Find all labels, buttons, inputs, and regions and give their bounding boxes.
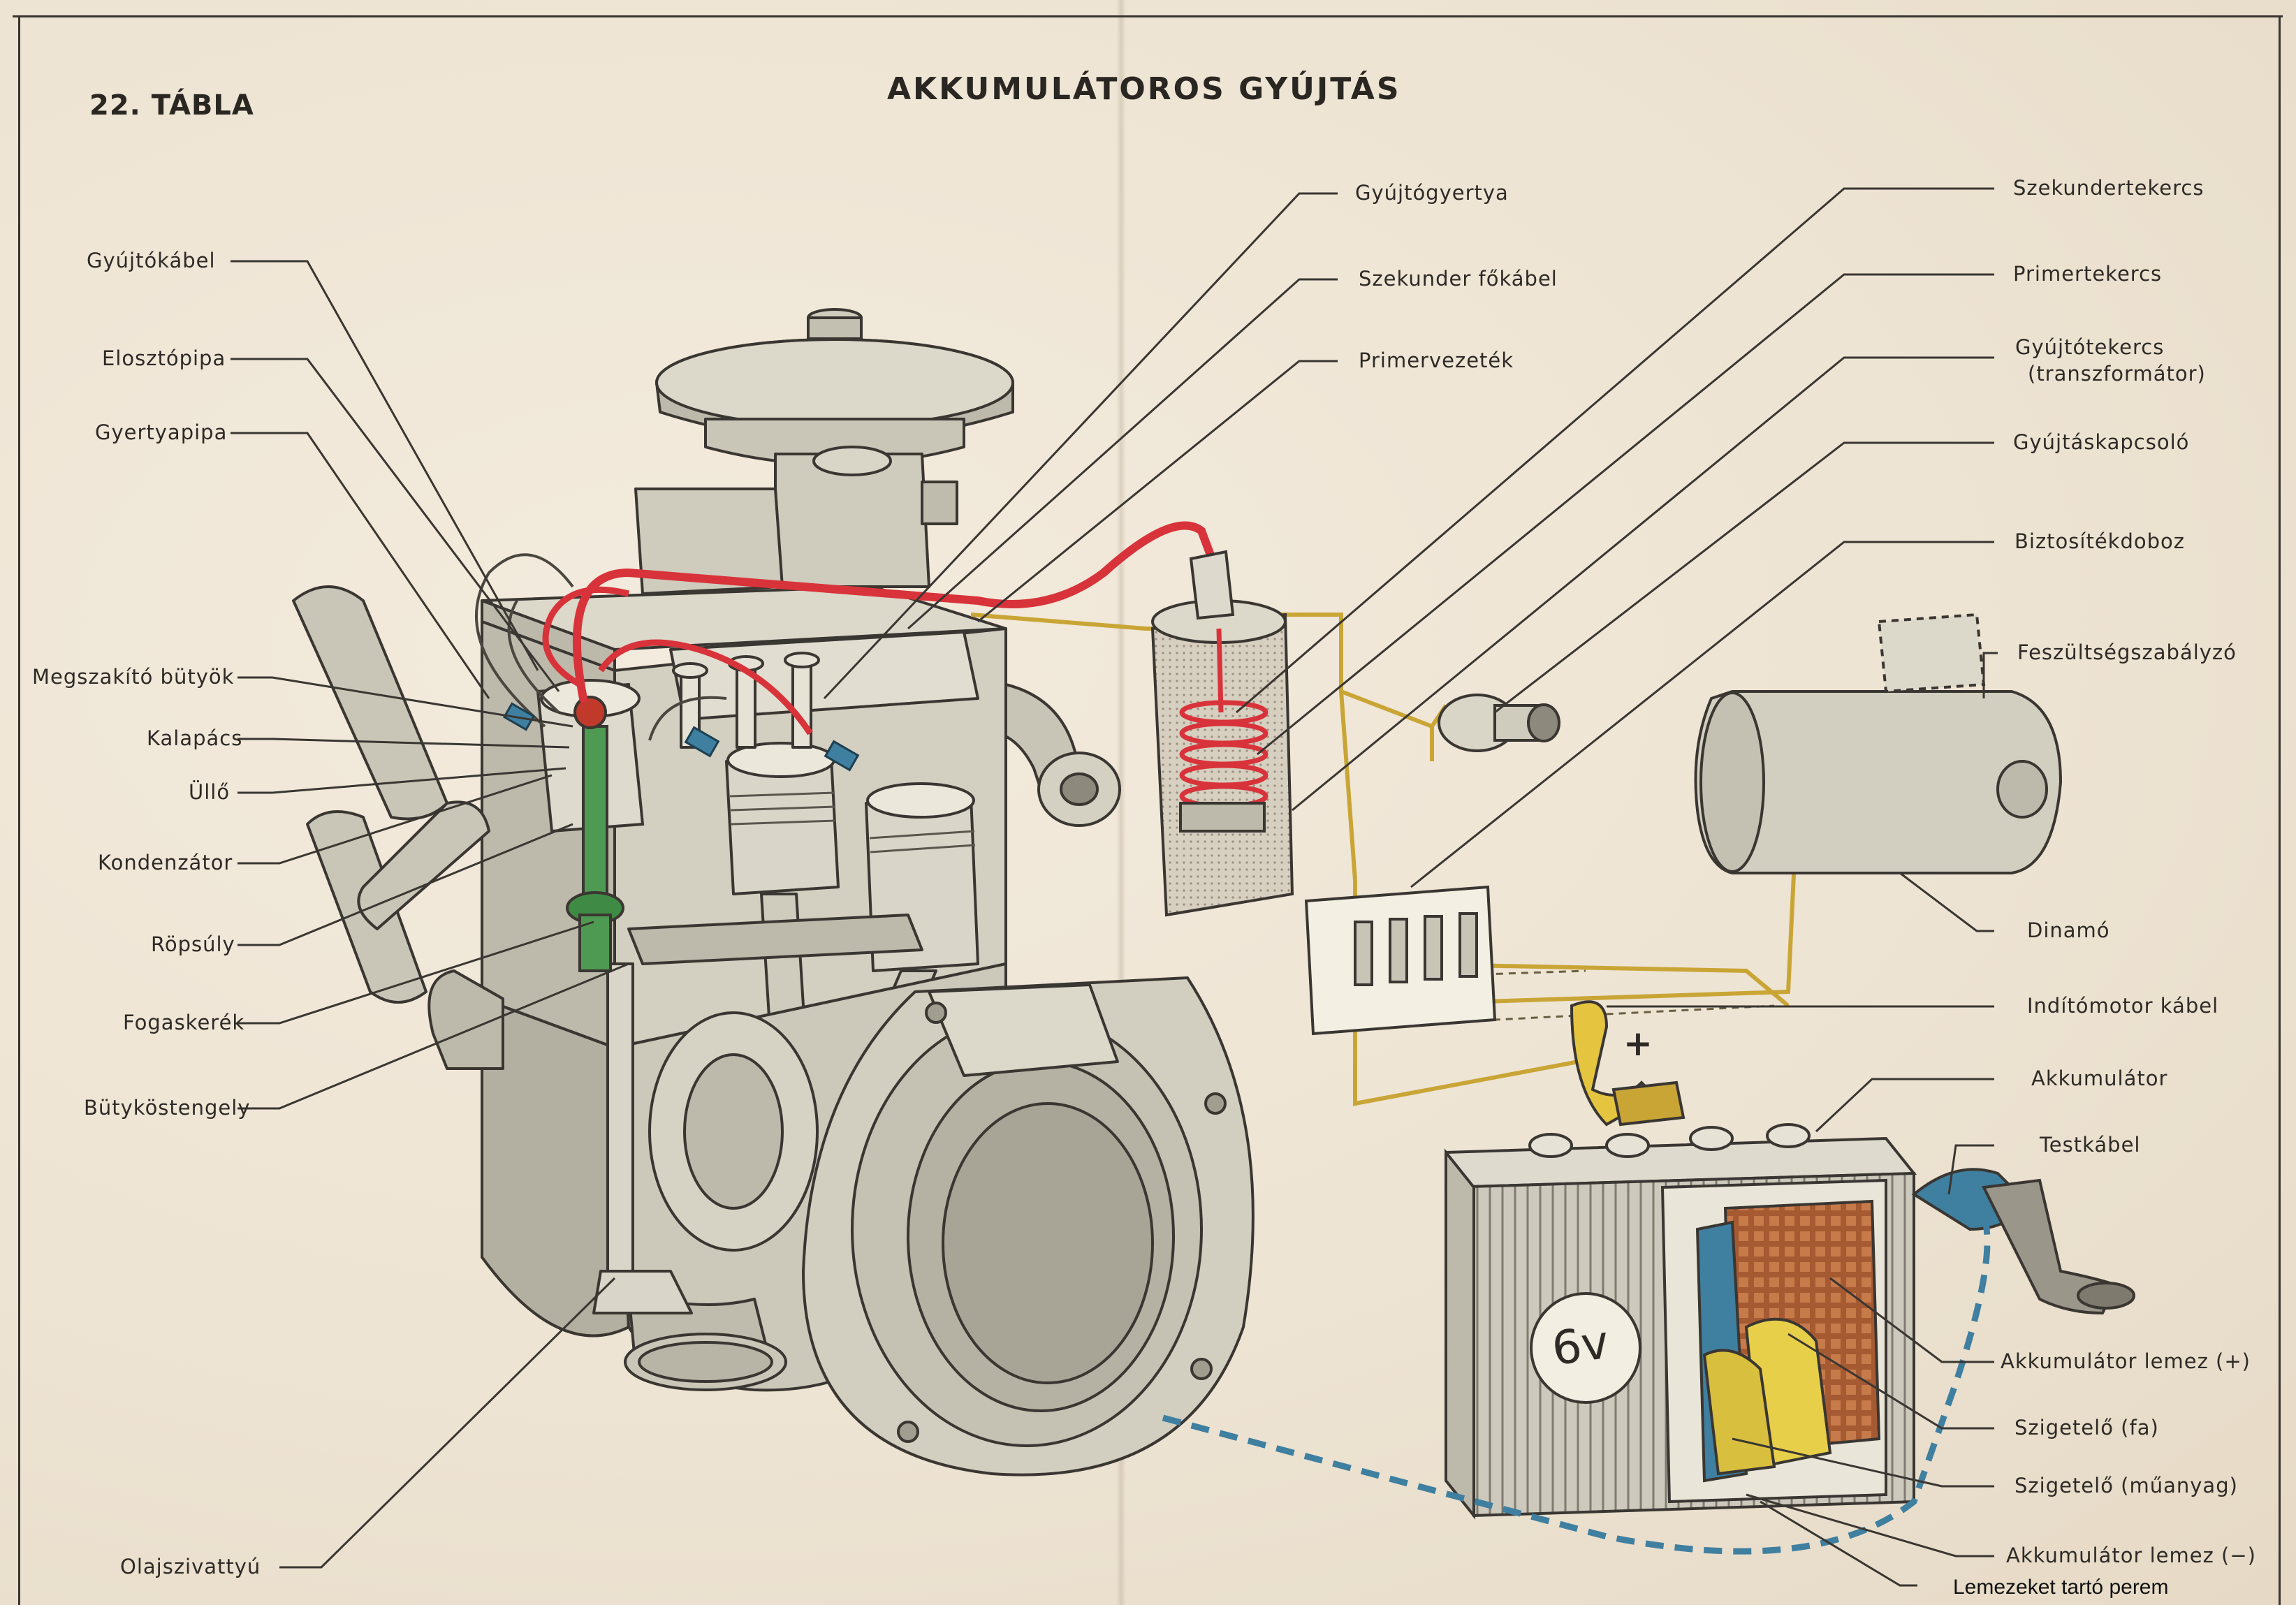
label-primertekercs: Primertekercs [2013,262,2163,286]
frame-top [13,15,2283,17]
label-gyujtotekercs: Gyújtótekercs [2015,335,2165,359]
red-ht-cable [572,521,1216,703]
label-feszultsegszabalyzo: Feszültségszabályzó [2017,640,2237,664]
label-akkumulator-lemez-plus: Akkumulátor lemez (+) [2001,1349,2251,1373]
engine-block [292,308,1255,1476]
ignition-switch-part [1438,694,1560,752]
fuse-box-part [1304,885,1497,1036]
leader-lines [231,187,1998,1587]
frame-right [2279,15,2281,1605]
page-title: AKKUMULÁTOROS GYÚJTÁS [887,71,1401,107]
label-biztositekdoboz: Biztosítékdoboz [2015,529,2185,553]
air-filter [655,308,1014,466]
label-ullo: Üllő [189,780,231,804]
label-szekundertekercs: Szekundertekercs [2013,176,2204,200]
label-gyujtogyertya: Gyújtógyertya [1355,181,1509,205]
ignition-coil [1150,550,1294,917]
frame-left [18,15,20,1605]
label-transzformator: (transzformátor) [2028,362,2206,386]
label-kalapacs: Kalapács [147,726,243,750]
label-megszakito-butyok: Megszakító bütyök [32,665,235,689]
plate-number: 22. TÁBLA [89,89,254,122]
fan [292,585,490,1004]
label-elosztopipa: Elosztópipa [102,346,226,370]
distributor [536,679,645,972]
label-testkabel: Testkábel [2040,1133,2141,1157]
dynamo-part [1694,613,2063,874]
label-gyertyapipa: Gyertyapipa [95,420,228,444]
label-ropsuly: Röpsúly [151,932,235,956]
label-akkumulator-lemez-minus: Akkumulátor lemez (−) [2006,1544,2256,1567]
label-fogaskerek: Fogaskerék [123,1011,245,1034]
label-kondenzator: Kondenzátor [98,851,233,874]
red-plug-lead [598,639,813,735]
bellhousing [802,976,1255,1476]
battery [1444,1080,1917,1520]
red-plug-lead-2 [542,586,630,687]
battery-plus-sign: + [1623,1023,1653,1064]
earth-cable [1911,1168,2135,1315]
label-szigetelo-fa: Szigetelő (fa) [2015,1416,2159,1439]
label-gyujtaskapcsolo: Gyújtáskapcsoló [2013,430,2190,454]
label-primervezetek: Primervezeték [1359,349,1514,372]
label-dinamo: Dinamó [2027,918,2110,942]
label-szekunder-fokabel: Szekunder főkábel [1359,267,1558,291]
label-olajszivattyu: Olajszivattyú [120,1555,261,1578]
battery-voltage: 6v [1549,1314,1613,1377]
label-inditomotor-kabel: Indítómotor kábel [2027,994,2219,1018]
label-szigetelo-muanyag: Szigetelő (műanyag) [2015,1474,2238,1497]
earth-cable-dashed [1162,1214,1991,1555]
label-gyujtokabel: Gyújtókábel [87,249,216,272]
label-lemezeket-tarto-perem: Lemezeket tartó perem [1953,1576,2169,1599]
label-akkumulator: Akkumulátor [2031,1067,2168,1090]
label-butyokostengely: Bütyköstengely [84,1096,251,1120]
